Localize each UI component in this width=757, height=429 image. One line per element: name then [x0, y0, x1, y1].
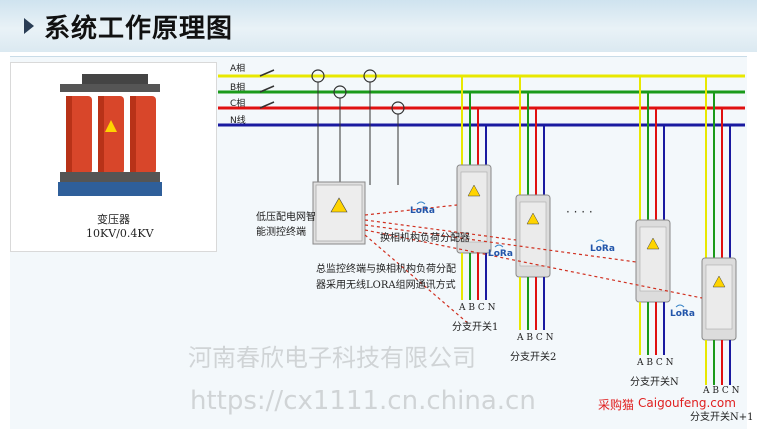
transformer-icon — [58, 74, 162, 196]
page-title: 系统工作原理图 — [44, 14, 234, 44]
lora-label: LoRa — [410, 206, 435, 216]
branch-switch-label: 分支开关N+1 — [690, 412, 754, 423]
controller-cabinet — [312, 181, 366, 245]
comm-note-2: 器采用无线LORA组网通讯方式 — [316, 280, 456, 291]
lora-label: LoRa — [590, 244, 615, 254]
phase-label: A B C N — [517, 333, 554, 343]
branch-switch-label: 分支开关1 — [452, 322, 499, 333]
branch-feeders — [461, 76, 731, 262]
controller-wiring — [317, 82, 399, 185]
controller-label-2: 能测控终端 — [256, 227, 306, 238]
watermark-url: https://cx1111.cn.china.cn — [190, 386, 536, 416]
bus-label-c: C相 — [230, 99, 246, 109]
watermark-site-en: Caigoufeng.com — [638, 396, 736, 410]
comm-note-1: 总监控终端与换相机构负荷分配 — [316, 264, 456, 275]
title-arrow-icon — [24, 18, 34, 34]
lora-label: LoRa — [488, 249, 513, 259]
ellipsis-dots: · · · · — [566, 205, 593, 219]
bus-label-n: N线 — [230, 116, 246, 126]
phase-selector-devices — [456, 164, 737, 341]
phase-label: A B C N — [703, 386, 740, 396]
branch-switch-label: 分支开关N — [630, 377, 679, 388]
phase-label: A B C N — [637, 358, 674, 368]
bus-label-b: B相 — [230, 83, 246, 93]
transformer-label: 变压器 — [97, 213, 130, 226]
wireless-links — [364, 204, 703, 326]
phase-label: A B C N — [459, 303, 496, 313]
bus-label-a: A相 — [230, 64, 246, 74]
lora-label: LoRa — [670, 309, 695, 319]
output-wires — [461, 253, 731, 385]
antenna-icons — [416, 201, 685, 308]
watermark-site-cn: 采购猫 — [598, 398, 635, 412]
branch-switch-label: 分支开关2 — [510, 352, 557, 363]
transformer-rating: 10KV/0.4KV — [86, 227, 154, 240]
controller-label-1: 低压配电网智 — [256, 212, 316, 223]
title-bar — [0, 0, 757, 52]
device-label: 换相机构负荷分配器 — [380, 233, 470, 244]
watermark-company: 河南春欣电子科技有限公司 — [188, 344, 476, 372]
busbars — [218, 69, 745, 127]
